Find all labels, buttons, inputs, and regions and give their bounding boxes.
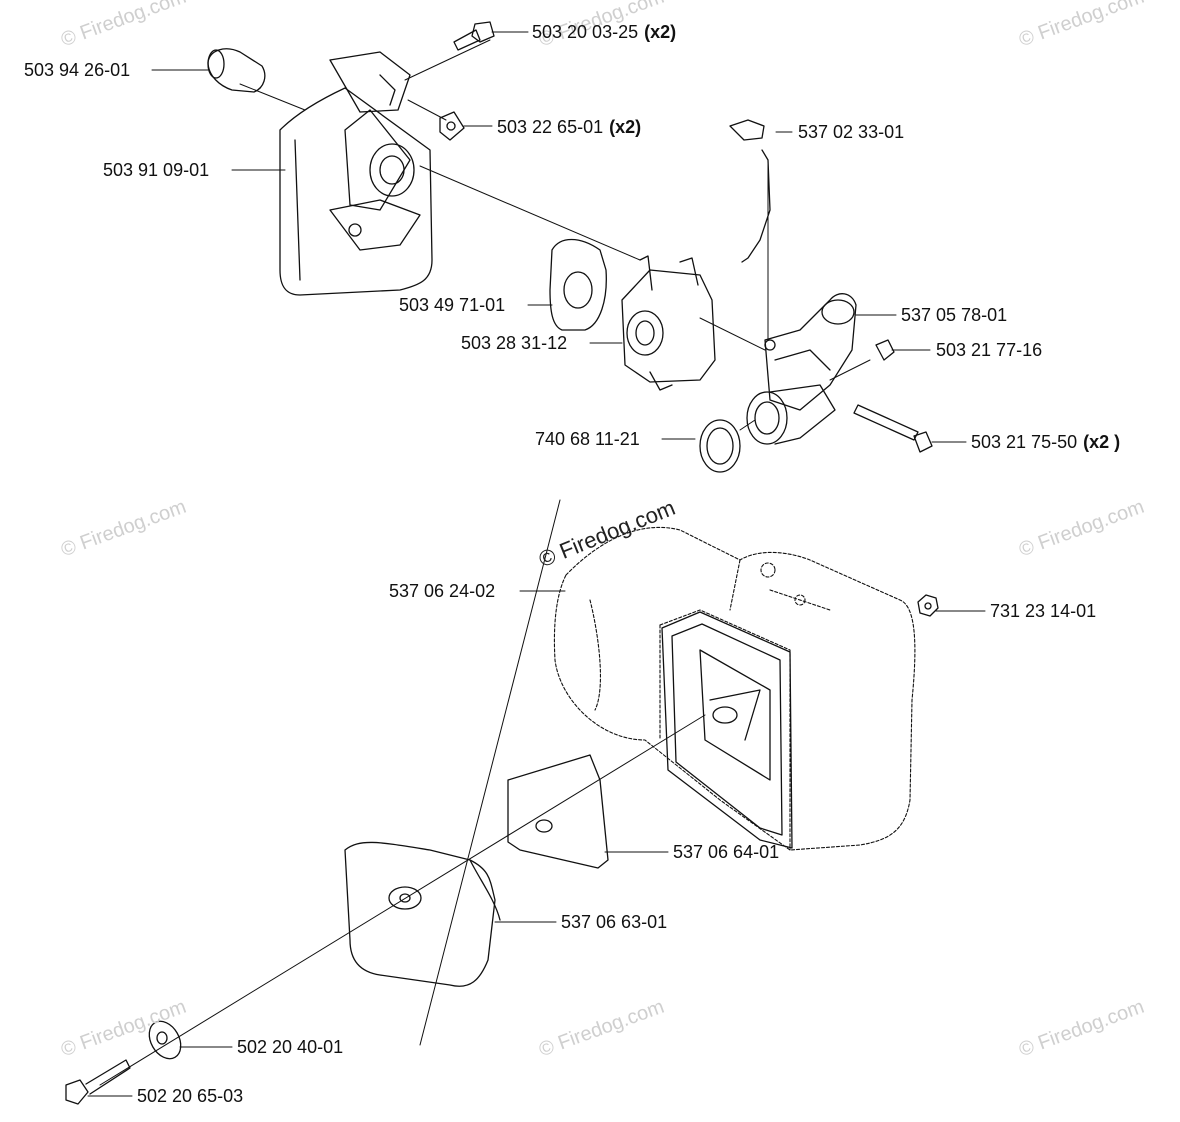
fitting-503-94-26-01 (207, 48, 266, 93)
callout-label: 740 68 11-21 (535, 429, 640, 449)
filter-housing-537-06-24-02 (553, 526, 916, 851)
ring-740-68-11-21 (699, 419, 741, 473)
gasket-503-49-71-01 (549, 238, 607, 331)
filter-cover-537-06-63-01 (344, 841, 501, 987)
callout-label: 537 05 78-01 (901, 305, 1008, 325)
callout-label: 537 06 24-02 (389, 581, 496, 601)
callout-label: 537 06 63-01 (561, 912, 668, 932)
screw-503-21-77-16 (875, 339, 895, 361)
callout-label: 503 94 26-01 (24, 60, 131, 80)
plate-503-91-09-01 (279, 51, 433, 296)
carburetor-503-28-31-12 (621, 255, 716, 391)
callout-label: 537 06 64-01 (673, 842, 780, 862)
choke-link-537-02-33-01 (729, 119, 771, 263)
filter-element-537-06-64-01 (507, 754, 609, 869)
callout-label: 503 20 03-25(x2) (532, 22, 677, 42)
callout-label: 503 22 65-01(x2) (497, 117, 642, 137)
callout-label: 502 20 40-01 (237, 1037, 344, 1057)
intake-boot (746, 384, 836, 445)
callout-label: 503 21 77-16 (936, 340, 1043, 360)
knob-502-20-40-01 (148, 1020, 182, 1060)
nut-731-23-14-01 (917, 594, 939, 617)
callout-label: 503 28 31-12 (461, 333, 568, 353)
screw-503-20-03-25 (453, 21, 495, 51)
callout-label: 502 20 65-03 (137, 1086, 244, 1106)
filter-housing-frame (661, 611, 793, 849)
bolt-502-20-65-03 (65, 1059, 131, 1105)
callout-label: 503 21 75-50(x2 ) (971, 432, 1121, 452)
clip-503-22-65-01 (439, 111, 465, 141)
leader-lines (87, 31, 986, 1097)
screw-503-21-75-50 (853, 404, 933, 453)
callout-label: 731 23 14-01 (990, 601, 1097, 621)
callout-label: 503 91 09-01 (103, 160, 210, 180)
callout-label: 537 02 33-01 (798, 122, 905, 142)
callout-label: 503 49 71-01 (399, 295, 506, 315)
intake-elbow-537-05-78-01 (764, 293, 857, 411)
